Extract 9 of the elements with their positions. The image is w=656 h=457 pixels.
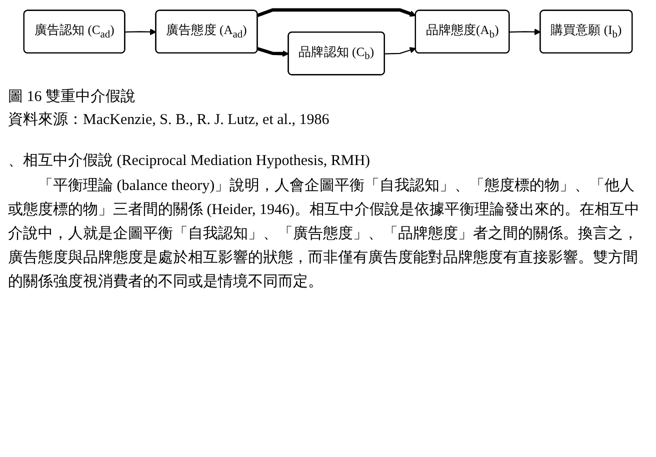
section-heading: 、相互中介假說 (Reciprocal Mediation Hypothesis, RMH) [8,152,372,170]
figure-caption: 圖 16 雙重中介假說 [8,88,136,106]
body-paragraph: 「平衡理論 (balance theory)」說明，人會企圖平衡「自我認知」、「態度標的物」、「他人或態度標的物」三者間的關係 (Heider, 1946)。相互中介假說是依據平衡理論發出來的。在相互中介說中，人就是企圖平衡「自我認知」、「廣告態度」、「品牌態度」者之間的關係。換言之，廣告態度與品牌態度是處於相互影響的狀態，而非僅有廣告度能對品牌態度有直接影響。雙方間的關係強度視消費者的不同或是情境不同而定。 [8,176,640,292]
source-note: 資料來源：MacKenzie, S. B., R. J. Lutz, et al., 1986 [8,110,330,129]
arrow [125,28,156,36]
arrow [384,47,416,54]
arrow [509,28,541,36]
arrow [257,8,416,17]
arrow [257,47,289,57]
